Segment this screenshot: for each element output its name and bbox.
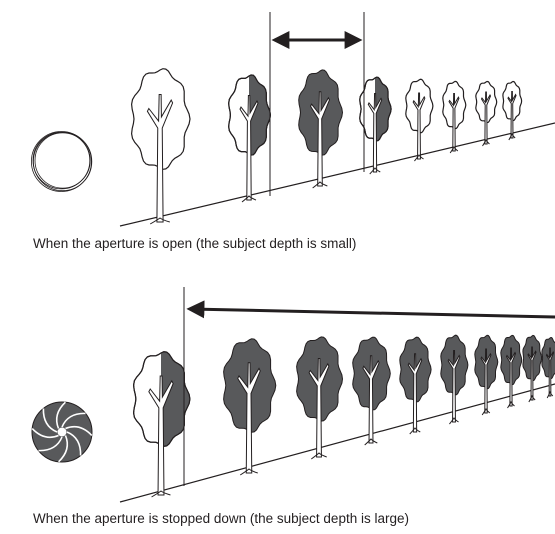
tree-trunk: [480, 348, 492, 414]
tree-trunk: [362, 355, 380, 444]
tree-trunk: [308, 358, 330, 458]
tree-trunk: [447, 350, 461, 423]
tree-trunk: [239, 95, 259, 201]
tree: [359, 76, 392, 175]
tree-trunk: [448, 93, 460, 152]
tree-trunk: [309, 91, 330, 187]
stopped-down-aperture-icon: [31, 401, 93, 463]
tree-trunk: [480, 91, 492, 145]
tree-trunk: [237, 362, 261, 474]
open-aperture-icon: [31, 131, 93, 192]
tree: [474, 334, 499, 416]
tree-crown-shadow: [249, 75, 271, 155]
tree: [475, 80, 498, 147]
tree: [130, 68, 191, 225]
tree-trunk: [367, 93, 383, 173]
tree: [298, 69, 344, 189]
tree-trunk: [146, 94, 174, 223]
tree: [296, 336, 344, 460]
tree: [442, 80, 467, 154]
tree: [132, 351, 191, 498]
depth-of-field-arrow: [186, 300, 555, 319]
tree-row: [130, 68, 523, 225]
tree: [223, 338, 277, 476]
tree-trunk: [507, 91, 517, 139]
tree-row: [132, 334, 555, 498]
tree: [405, 78, 434, 162]
tree: [522, 334, 543, 403]
tree-trunk: [505, 347, 517, 407]
ground-line: [119, 122, 555, 227]
tree-crown-shadow: [375, 77, 392, 141]
tree-crown-shadow: [161, 351, 190, 447]
panel-open: [31, 12, 555, 227]
tree: [440, 334, 469, 425]
tree: [399, 336, 432, 435]
tree-trunk: [412, 92, 426, 160]
ground-line: [119, 383, 555, 503]
tree-trunk: [545, 347, 555, 397]
tree: [500, 334, 523, 409]
tree: [228, 74, 272, 203]
caption-stopped-down-aperture: When the aperture is stopped down (the s…: [33, 511, 409, 526]
tree-trunk: [407, 353, 423, 433]
tree: [502, 80, 523, 141]
tree: [352, 336, 391, 446]
tree-trunk: [148, 375, 174, 496]
tree-trunk: [527, 346, 537, 401]
panel-stopped-down: [31, 287, 555, 503]
tree: [541, 336, 555, 399]
caption-open-aperture: When the aperture is open (the subject d…: [33, 236, 357, 251]
